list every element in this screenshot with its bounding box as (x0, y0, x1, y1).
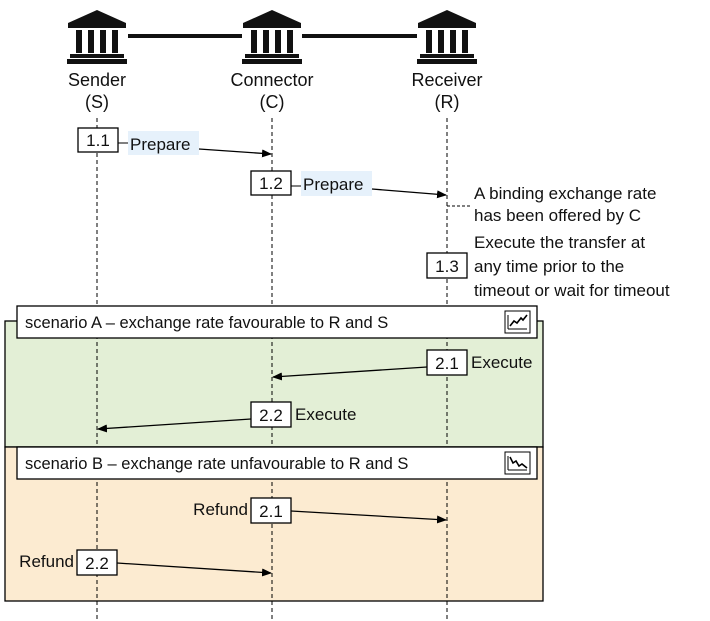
message-label: Refund (19, 552, 74, 571)
trend-up-chart-icon (504, 310, 531, 334)
step-box (76, 549, 118, 576)
note-line: A binding exchange rate (474, 184, 656, 203)
message-a-2-2: 2.2 Execute (97, 401, 356, 433)
trend-down-chart-icon (504, 451, 531, 475)
message-label: Refund (193, 500, 248, 519)
actor-name: Sender (68, 70, 126, 90)
message-label: Execute (471, 353, 532, 372)
step-number: 2.2 (259, 406, 283, 425)
actor-name: Connector (230, 70, 313, 90)
bank-building-icon (67, 10, 127, 64)
step-box (426, 252, 468, 279)
message-arrow (116, 562, 272, 577)
label-highlight (128, 131, 199, 155)
message-arrow (371, 188, 447, 199)
bank-building-icon (242, 10, 302, 64)
message-arrow (97, 418, 252, 433)
message-arrow (198, 148, 272, 158)
scenario-title-box (16, 305, 538, 339)
message-b-2-1: Refund 2.1 (193, 497, 447, 524)
note-line: Execute the transfer at (474, 233, 645, 252)
step-box (426, 349, 468, 376)
step-number: 1.3 (435, 257, 459, 276)
step-box (250, 497, 292, 524)
message-label: Prepare (130, 135, 190, 154)
step-number: 2.1 (435, 354, 459, 373)
note-binding-rate: A binding exchange rate has been offered… (447, 184, 656, 225)
actor-receiver: Receiver (R) (411, 10, 483, 112)
scenario-a-region (4, 320, 544, 448)
note-line: any time prior to the (474, 257, 624, 276)
actor-name: Receiver (411, 70, 482, 90)
step-1-3: 1.3 Execute the transfer at any time pri… (426, 233, 670, 300)
step-number: 1.2 (259, 174, 283, 193)
actor-abbr: (C) (260, 92, 285, 112)
actor-sender: Sender (S) (67, 10, 127, 112)
note-line: has been offered by C (474, 206, 641, 225)
step-box (250, 401, 292, 428)
bank-building-icon (417, 10, 477, 64)
label-highlight (301, 171, 372, 196)
step-number: 2.1 (259, 502, 283, 521)
message-arrow (290, 510, 447, 524)
message-label: Prepare (303, 175, 363, 194)
scenario-a-header: scenario A – exchange rate favourable to… (16, 305, 538, 339)
scenario-title: scenario A – exchange rate favourable to… (25, 314, 388, 332)
scenario-b-header: scenario B – exchange rate unfavourable … (16, 446, 538, 480)
note-line: timeout or wait for timeout (474, 281, 670, 300)
message-label: Execute (295, 405, 356, 424)
actor-abbr: (S) (85, 92, 109, 112)
scenario-title: scenario B – exchange rate unfavourable … (25, 455, 408, 473)
message-arrow (272, 366, 428, 381)
step-number: 2.2 (85, 554, 109, 573)
message-1-2: 1.2 Prepare (250, 170, 447, 199)
message-a-2-1: 2.1 Execute (272, 349, 532, 381)
actor-abbr: (R) (435, 92, 460, 112)
step-box (250, 170, 292, 196)
scenario-title-box (16, 446, 538, 480)
message-b-2-2: Refund 2.2 (19, 549, 272, 577)
step-box (77, 127, 119, 153)
actor-connector: Connector (C) (230, 10, 314, 112)
message-1-1: 1.1 Prepare (77, 127, 272, 158)
step-number: 1.1 (86, 131, 110, 150)
